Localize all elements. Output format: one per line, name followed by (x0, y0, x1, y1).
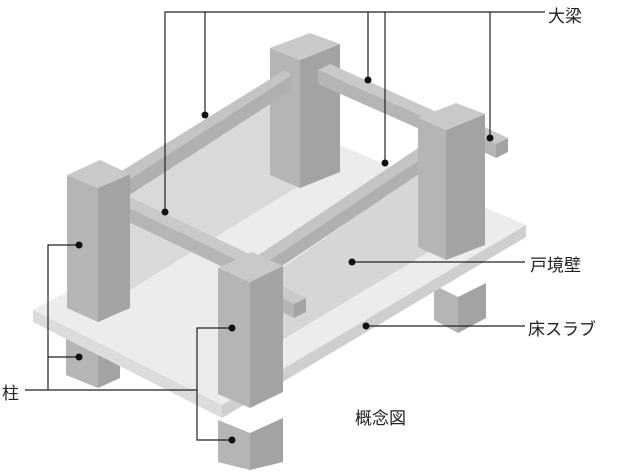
label-floor-slab: 床スラブ (528, 320, 596, 340)
leader-dots (75, 76, 494, 444)
leader-lines (25, 11, 545, 441)
diagram-caption: 概念図 (355, 409, 406, 429)
column-right (418, 103, 485, 260)
column-front-left (67, 160, 130, 322)
column-back (270, 33, 340, 188)
label-column: 柱 (2, 384, 19, 404)
label-main-beam: 大梁 (548, 7, 582, 27)
column-front (218, 252, 283, 408)
main-beams (112, 64, 508, 318)
label-partition-wall: 戸境壁 (530, 256, 581, 276)
